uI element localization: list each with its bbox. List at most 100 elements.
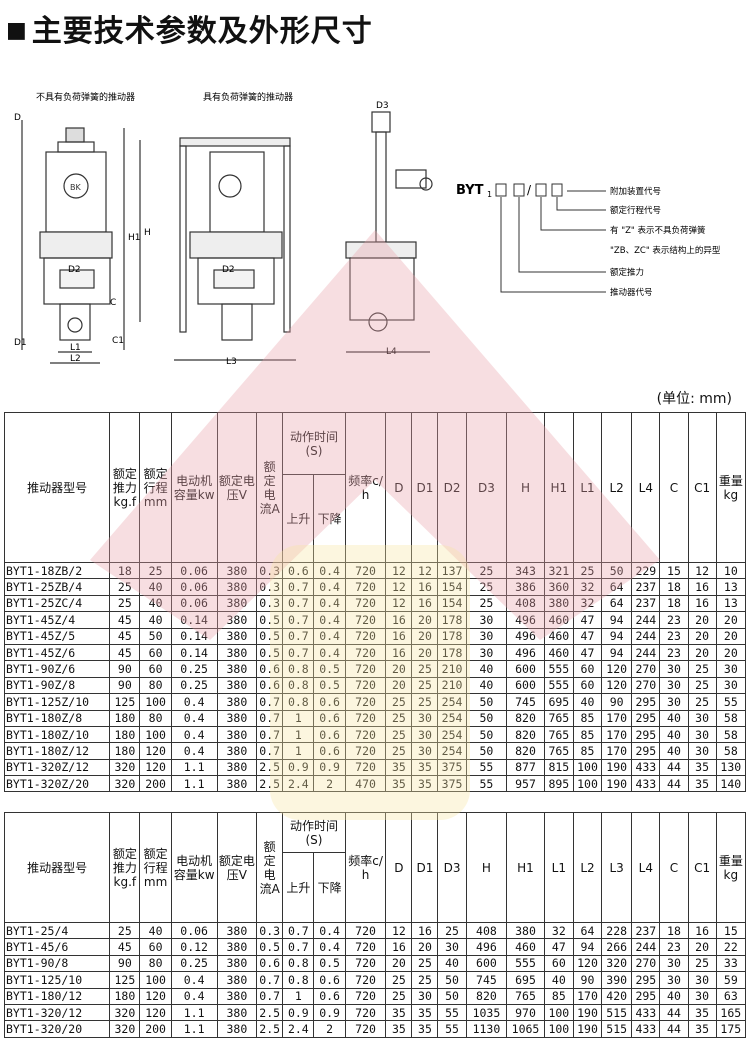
table-cell: 30 (659, 693, 689, 711)
dim-H1-label: H1 (128, 233, 141, 243)
table-cell: 44 (659, 758, 689, 777)
table-cell: 210 (437, 676, 467, 695)
table-cell: 40 (572, 693, 603, 711)
table-cell: 50 (139, 627, 172, 645)
table-cell: 94 (601, 611, 633, 629)
table-cell: 33 (715, 954, 747, 973)
table-cell: 254 (437, 742, 467, 760)
th-stroke: 额定行程mm (139, 412, 172, 563)
table-cell: 380 (216, 971, 258, 989)
table-cell: 20 (715, 643, 747, 662)
table-cell: 35 (385, 1020, 413, 1038)
table-cell: 35 (385, 775, 413, 793)
table-cell: 765 (543, 742, 574, 760)
cell-model: BYT1-18ZB/2 (3, 561, 111, 580)
cell-model: BYT1-320Z/20 (3, 775, 111, 793)
table-cell: 295 (631, 987, 661, 1005)
table-cell: 20 (411, 627, 439, 645)
table-cell: 85 (572, 742, 603, 760)
dim-L4-label: L4 (386, 347, 397, 357)
table-cell: 23 (659, 611, 689, 629)
table-cell: 254 (437, 693, 467, 711)
table-cell: 180 (109, 987, 141, 1005)
table-cell: 0.3 (256, 594, 284, 613)
table-cell: 720 (344, 627, 387, 645)
table-cell: 2.5 (256, 1003, 284, 1022)
table-cell: 380 (216, 709, 258, 727)
table-cell: 25 (385, 742, 413, 760)
table-cell: 0.9 (313, 758, 346, 777)
table-cell: 320 (109, 1003, 141, 1022)
table-cell: 25 (109, 594, 141, 613)
table-cell: 0.06 (170, 921, 218, 940)
cell-model: BYT1-45Z/5 (3, 627, 111, 645)
table-cell: 30 (659, 954, 689, 973)
table-cell: 0.14 (170, 643, 218, 662)
table-cell: 20 (411, 611, 439, 629)
table-cell: 237 (631, 578, 661, 596)
table-cell: 40 (139, 594, 172, 613)
cell-model: BYT1-25ZC/4 (3, 594, 111, 613)
table-cell: 244 (631, 627, 661, 645)
table-cell: 85 (572, 709, 603, 727)
table-cell: 0.9 (313, 1003, 346, 1022)
table-cell: 0.4 (313, 643, 346, 662)
th-D1: D1 (411, 412, 439, 563)
th2-freq: 频率c/h (344, 812, 387, 923)
th2-C: C (659, 812, 689, 923)
table-cell: 30 (411, 725, 439, 744)
table-cell: 0.7 (256, 742, 284, 760)
table-cell: 35 (411, 758, 439, 777)
cell-model: BYT1-45/6 (3, 938, 111, 956)
table-cell: 496 (506, 643, 545, 662)
table-cell: 178 (437, 627, 467, 645)
table-cell: 0.8 (282, 693, 315, 711)
table-cell: 380 (506, 921, 545, 940)
dim-H-label: H (144, 228, 151, 238)
th-voltage: 额定电压V (216, 412, 258, 563)
table-cell: 0.3 (256, 561, 284, 580)
cell-model: BYT1-90/8 (3, 954, 111, 973)
th2-up: 上升 (282, 852, 315, 923)
table-cell: 40 (659, 987, 689, 1005)
table-cell: 100 (139, 693, 172, 711)
table-cell: 0.4 (170, 709, 218, 727)
table-cell: 380 (216, 954, 258, 973)
table-cell: 35 (687, 758, 717, 777)
table-cell: 35 (385, 1003, 413, 1022)
table-cell: 720 (344, 742, 387, 760)
dim-D2-label: D2 (68, 265, 81, 275)
table-cell: 25 (437, 921, 467, 940)
table-cell: 270 (631, 676, 661, 695)
table-cell: 40 (465, 660, 508, 678)
table-cell: 63 (715, 987, 747, 1005)
table-cell: 16 (411, 594, 439, 613)
table-cell: 100 (572, 775, 603, 793)
table-cell: 720 (344, 725, 387, 744)
table-cell: 120 (139, 1003, 172, 1022)
table-cell: 0.6 (313, 693, 346, 711)
th-D3: D3 (465, 412, 508, 563)
dim-L1-label: L1 (70, 343, 81, 353)
table-cell: 0.8 (282, 971, 315, 989)
table-cell: 90 (109, 676, 141, 695)
table-cell: 0.4 (170, 693, 218, 711)
table-cell: 18 (109, 561, 141, 580)
table-cell: 35 (411, 1020, 439, 1038)
table-cell: 0.4 (170, 971, 218, 989)
table-cell: 237 (631, 594, 661, 613)
table-cell: 120 (572, 954, 603, 973)
table-cell: 1.1 (170, 775, 218, 793)
table-cell: 360 (543, 578, 574, 596)
pusher-drawing-left: BK (21, 120, 141, 364)
table-cell: 180 (109, 709, 141, 727)
table-cell: 0.14 (170, 611, 218, 629)
table-cell: 100 (543, 1003, 574, 1022)
table-cell: 695 (543, 693, 574, 711)
